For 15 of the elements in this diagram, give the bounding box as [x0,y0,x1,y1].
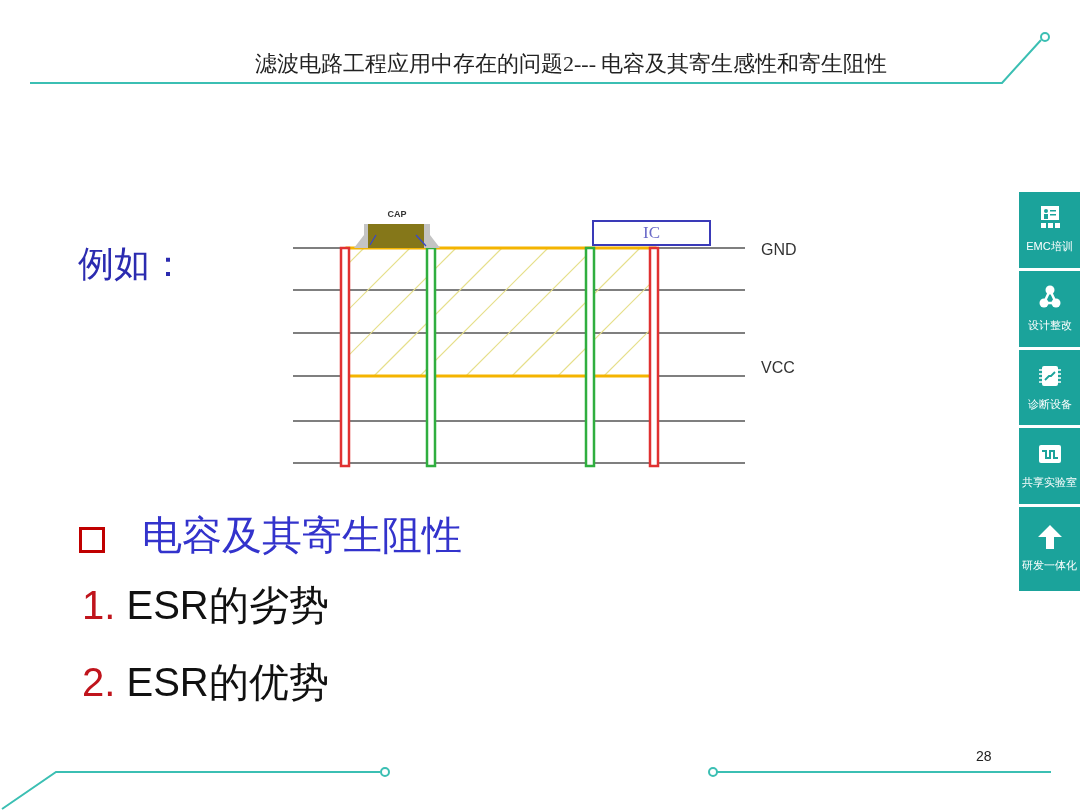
layer-label: VCC [761,358,795,378]
page-number: 28 [976,748,992,765]
list-item: 1. ESR的劣势 [82,582,329,629]
sidebar-nav-button: 设计整改 [1019,271,1080,347]
component-label: CAP [386,209,408,219]
sidebar-nav-button: 诊断设备 [1019,350,1080,425]
sidebar-nav-button: 研发一体化 [1019,507,1080,591]
sidebar-nav-button: 共享实验室 [1019,428,1080,504]
sidebar-nav-button: EMC培训 [1019,192,1080,268]
ic-chip-box: IC [592,220,711,246]
section-heading: 电容及其寄生阻性 [142,512,462,560]
list-item: 2. ESR的优势 [82,659,329,706]
example-label: 例如： [78,243,186,286]
layer-label: GND [761,240,797,260]
slide-title: 滤波电路工程应用中存在的问题2--- 电容及其寄生感性和寄生阻性 [255,50,888,78]
